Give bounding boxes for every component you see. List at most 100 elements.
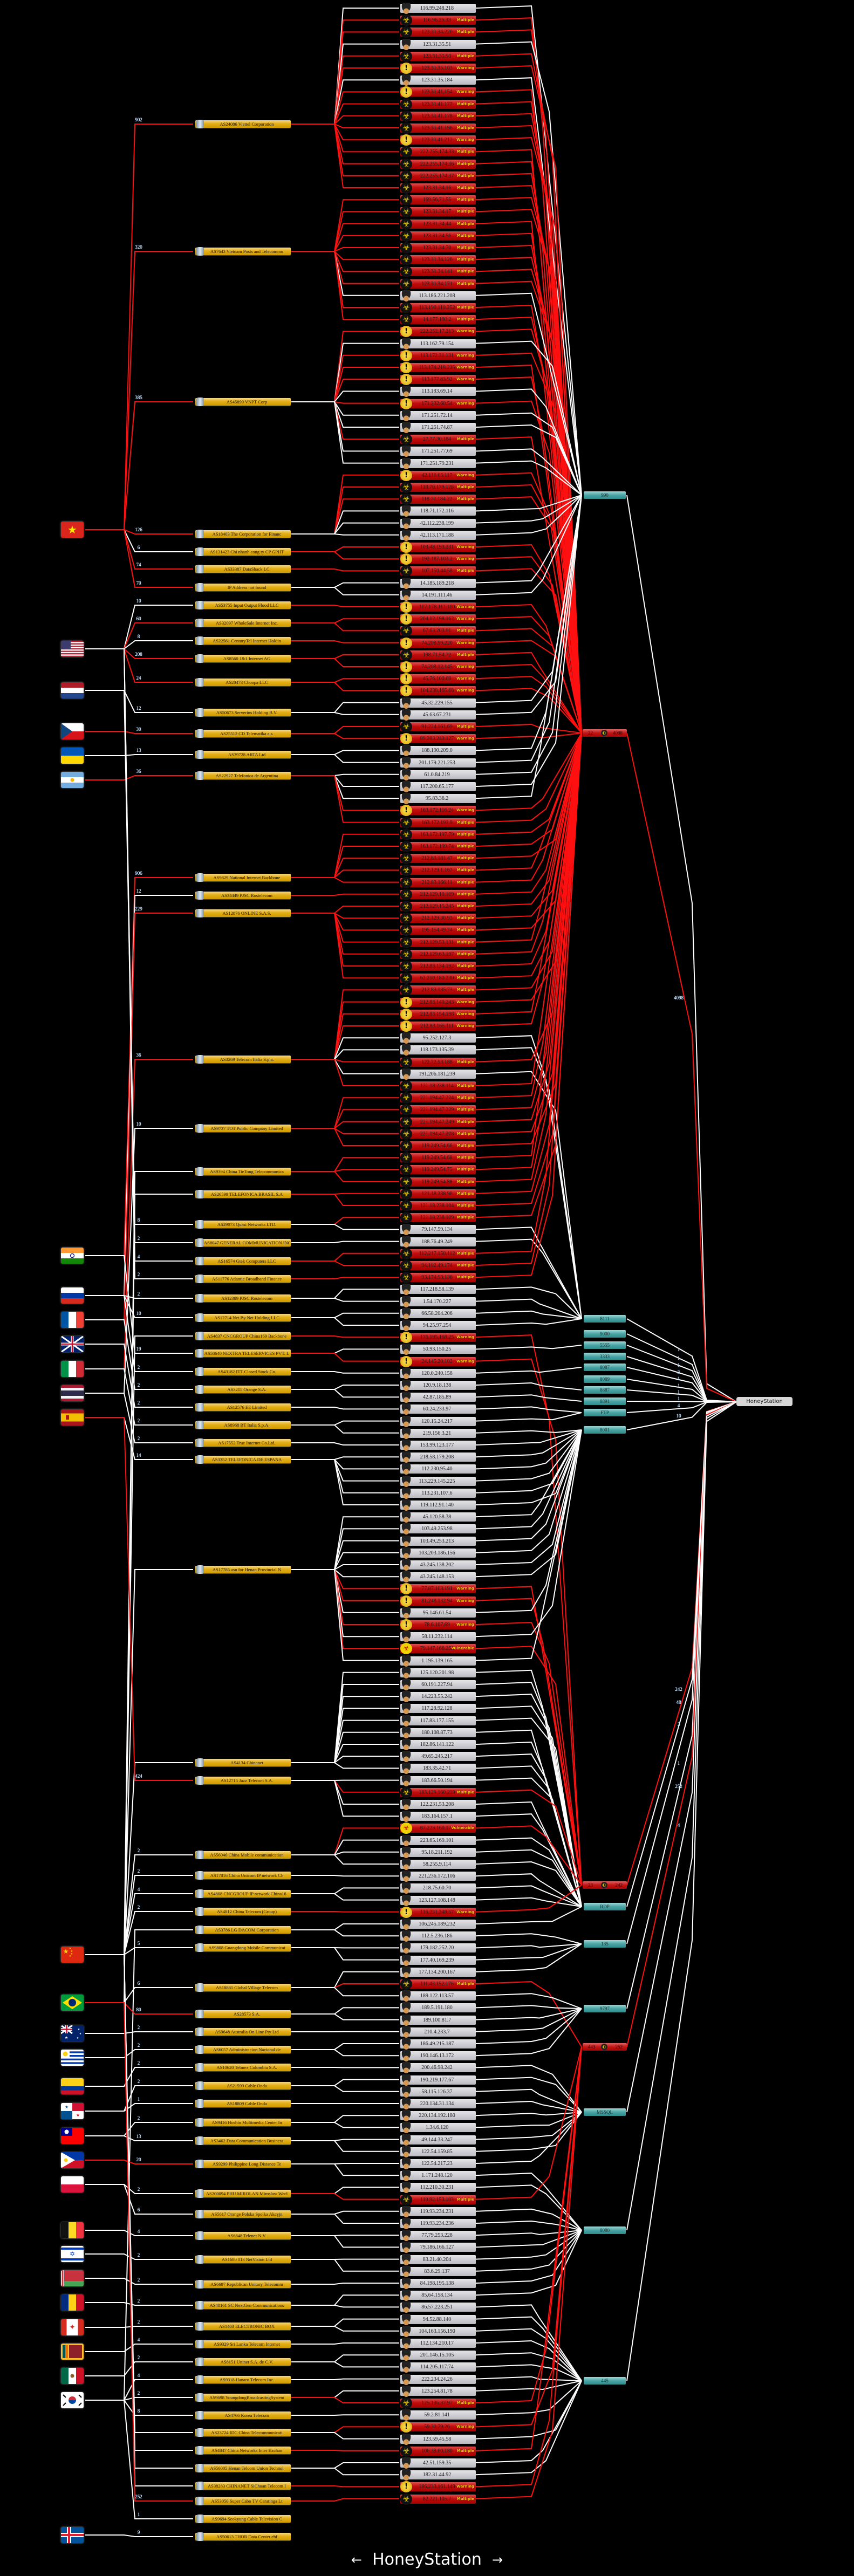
asn-node[interactable]: AS22561 CenturyTel Internet Holdin	[195, 636, 291, 645]
attacker-ip-node[interactable]: 103.203.186.156	[400, 1547, 476, 1559]
attacker-ip-node[interactable]: 1.34.6.120	[400, 2122, 476, 2134]
asn-node[interactable]: AS6848 Telenet N.V.	[195, 2231, 291, 2240]
attacker-ip-node[interactable]: 123.31.35.51	[400, 38, 476, 50]
attacker-ip-node[interactable]: 83.21.40.204	[400, 2253, 476, 2265]
attacker-ip-node[interactable]: 117.83.177.155	[400, 1715, 476, 1727]
attacker-ip-node[interactable]: 190.146.13.172	[400, 2050, 476, 2062]
asn-node[interactable]: AS18809 Cable Onda	[195, 2099, 291, 2108]
attacker-ip-node[interactable]: 120.15.24.217	[400, 1415, 476, 1427]
attacker-ip-node[interactable]: 122.54.159.85	[400, 2146, 476, 2157]
attacker-ip-node[interactable]: 58.255.9.114	[400, 1859, 476, 1870]
asn-node[interactable]: AS4847 China Networks Inter Exchan	[195, 2446, 291, 2455]
attacker-ip-node[interactable]: 43.245.138.202	[400, 1559, 476, 1571]
attacker-ip-node[interactable]: 49.144.33.247	[400, 2134, 476, 2146]
attacker-ip-node[interactable]: 59.2.81.141	[400, 2409, 476, 2421]
alert-port-node[interactable]: 23◐242	[583, 1881, 627, 1889]
attacker-ip-node[interactable]: 86.57.223.251	[400, 2301, 476, 2313]
asn-node[interactable]: AS9416 Hoshin Multimedia Center In	[195, 2118, 291, 2127]
attacker-ip-node[interactable]: 85.64.158.134	[400, 2290, 476, 2301]
attacker-ip-node[interactable]: 95.18.211.192	[400, 1846, 476, 1858]
attacker-ip-node[interactable]: 112.134.210.17	[400, 2338, 476, 2349]
asn-node[interactable]: AS9394 China TieTong Telecommunica	[195, 1167, 291, 1176]
port-node[interactable]: 8089	[584, 1375, 626, 1383]
attacker-ip-node[interactable]: 58.115.126.37	[400, 2086, 476, 2098]
attacker-ip-node[interactable]: 177.40.169.239	[400, 1954, 476, 1966]
attacker-ip-node[interactable]: 112.210.30.231	[400, 2182, 476, 2194]
asn-node[interactable]: IP Address not found	[195, 583, 291, 592]
port-node[interactable]: 8080	[584, 2226, 626, 2234]
asn-node[interactable]: AS9318 Hanaro Telecom Inc.	[195, 2375, 291, 2384]
asn-node[interactable]: AS6697 Republican Unitary Telecomm	[195, 2280, 291, 2289]
asn-node[interactable]: AS23724 IDC China Telecommunicati	[195, 2428, 291, 2437]
attacker-ip-node[interactable]: 200.46.98.242	[400, 2062, 476, 2074]
asn-node[interactable]: AS200094 PHU MIROLAN Miroslaw Wecl	[195, 2189, 291, 2198]
attacker-ip-node[interactable]: 60.24.233.97	[400, 1403, 476, 1415]
attacker-ip-node[interactable]: 171.251.77.69	[400, 446, 476, 457]
attacker-ip-node[interactable]: 191.206.181.239	[400, 1068, 476, 1080]
attacker-ip-node[interactable]: 77.79.253.228	[400, 2230, 476, 2242]
asn-node[interactable]: AS12576 EE Limited	[195, 1403, 291, 1412]
asn-node[interactable]: AS43182 ITT Closed Stock Co.	[195, 1367, 291, 1376]
asn-node[interactable]: AS9329 Sri Lanka Telecom Internet	[195, 2340, 291, 2348]
attacker-ip-node[interactable]: 61.0.84.219	[400, 769, 476, 780]
attacker-ip-node[interactable]: 125.120.201.98	[400, 1667, 476, 1678]
attacker-ip-node[interactable]: 222.234.24.26	[400, 2373, 476, 2385]
asn-node[interactable]: AS4812 China Telecom (Group)	[195, 1907, 291, 1916]
nav-left-arrow-icon[interactable]: ←	[351, 2552, 362, 2567]
port-node[interactable]: MSSQL	[584, 2108, 626, 2116]
attacker-ip-node[interactable]: 183.66.50.194	[400, 1775, 476, 1786]
attacker-ip-node[interactable]: 95.252.127.3	[400, 1032, 476, 1044]
attacker-ip-node[interactable]: 223.65.169.101	[400, 1834, 476, 1846]
attacker-ip-node[interactable]: 210.4.233.7	[400, 2026, 476, 2038]
attacker-ip-node[interactable]: 117.28.92.128	[400, 1703, 476, 1715]
asn-node[interactable]: AS9299 Philippine Long Distance Te	[195, 2160, 291, 2168]
attacker-ip-node[interactable]: 186.49.215.187	[400, 2038, 476, 2050]
asn-node[interactable]: AS12715 Jazz Telecom S.A.	[195, 1776, 291, 1785]
asn-node[interactable]: AS38283 CHINANET SiChuan Telecom I	[195, 2482, 291, 2490]
attacker-ip-node[interactable]: 116.99.248.218	[400, 3, 476, 14]
attacker-ip-node[interactable]: 45.63.67.231	[400, 709, 476, 721]
attacker-ip-node[interactable]: 182.31.44.92	[400, 2469, 476, 2481]
attacker-ip-node[interactable]: 117.218.58.139	[400, 1284, 476, 1296]
attacker-ip-node[interactable]: 122.231.53.208	[400, 1799, 476, 1810]
